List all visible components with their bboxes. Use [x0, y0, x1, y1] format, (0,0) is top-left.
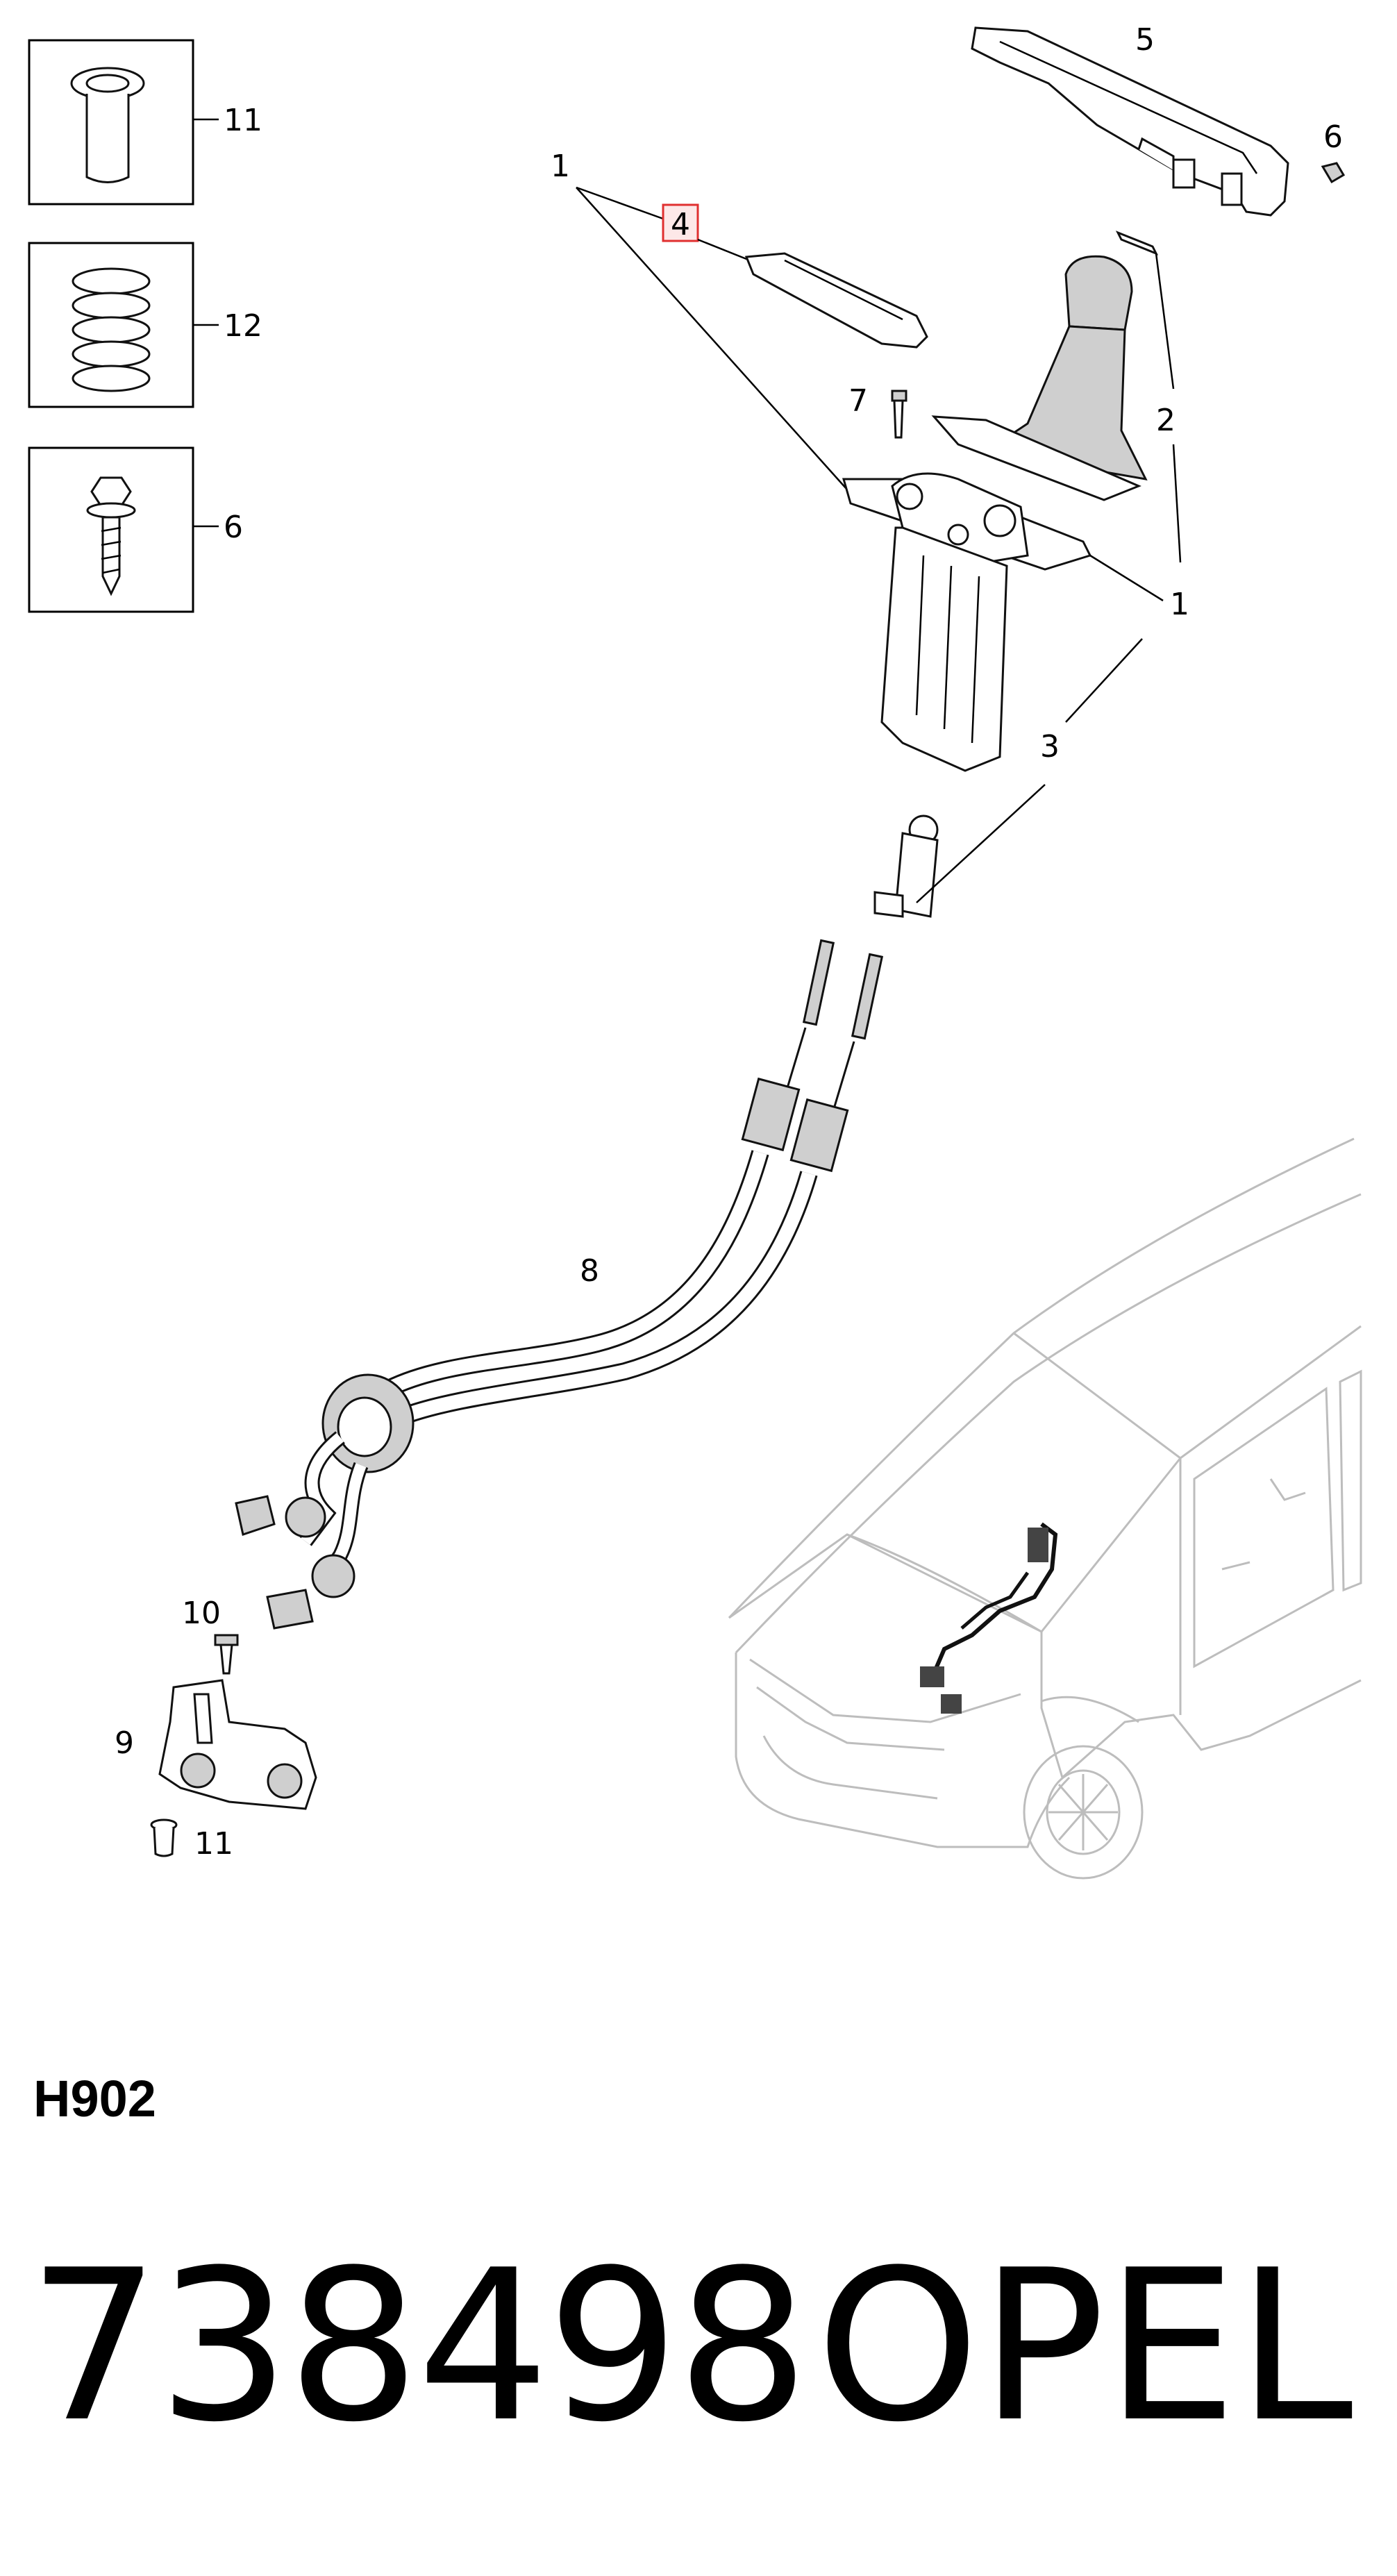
screw-icon	[86, 476, 136, 596]
gear-shifter-assembly	[842, 255, 1148, 772]
gear-cables	[235, 939, 884, 1630]
bolt-7	[891, 390, 907, 439]
console-cover	[971, 26, 1289, 217]
screw-top	[1321, 162, 1346, 184]
callout-7: 7	[848, 383, 868, 419]
callout-3: 3	[1040, 729, 1060, 764]
callout-4: 4	[671, 207, 690, 242]
inset-6: 6	[28, 446, 243, 613]
bolt-10	[214, 1634, 239, 1675]
callout-6-inset: 6	[224, 510, 243, 545]
spring-icon	[72, 267, 151, 392]
trim-plate	[744, 252, 928, 349]
callout-10: 10	[182, 1596, 221, 1631]
inset-12: 12	[28, 242, 262, 408]
callout-11-inset: 11	[224, 103, 262, 138]
callout-5: 5	[1135, 22, 1155, 58]
bushing-bottom	[150, 1818, 178, 1857]
callout-6-top: 6	[1323, 119, 1343, 155]
callout-11-bottom: 11	[194, 1826, 233, 1862]
vehicle-outline	[728, 1137, 1362, 1880]
callout-9: 9	[115, 1725, 134, 1761]
part-number: 738498	[28, 2225, 809, 2468]
callout-12-inset: 12	[224, 308, 262, 344]
gaiter-strip	[1115, 231, 1159, 256]
callout-1-top: 1	[551, 149, 570, 184]
section-code: H902	[33, 2070, 156, 2127]
bushing-icon	[70, 67, 145, 183]
brand-name: OPEL	[816, 2225, 1353, 2468]
vehicle-shifter-location	[920, 1522, 1058, 1714]
cable-connector	[873, 814, 939, 918]
callout-1-right: 1	[1170, 587, 1189, 622]
callout-4-box: 4	[662, 203, 699, 242]
callout-8: 8	[580, 1253, 599, 1289]
mounting-bracket	[158, 1679, 317, 1810]
inset-11: 11	[28, 39, 262, 206]
callout-2: 2	[1156, 403, 1176, 438]
